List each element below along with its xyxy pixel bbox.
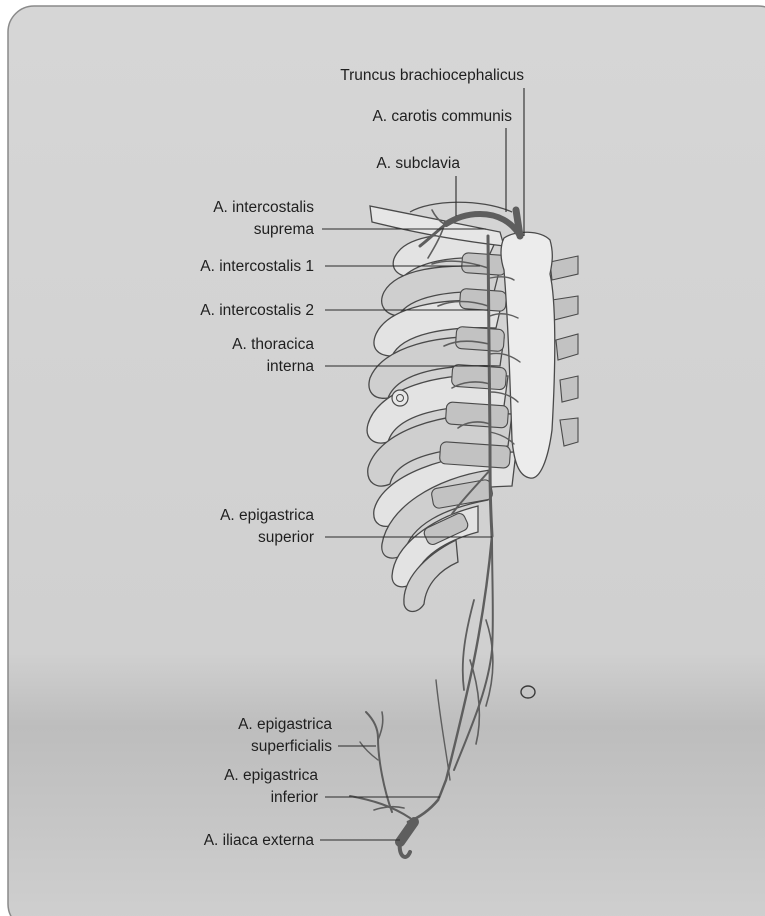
label-thoracica-interna-line2: interna [267, 358, 315, 375]
label-epigastrica-superficialis-line2: superficialis [251, 738, 332, 755]
label-intercostalis-1: A. intercostalis 1 [200, 258, 314, 275]
carotis-vessel [516, 210, 520, 236]
label-intercostalis-2: A. intercostalis 2 [200, 302, 314, 319]
label-thoracica-interna-line1: A. thoracica [232, 336, 314, 353]
label-epigastrica-inferior-line1: A. epigastrica [224, 767, 318, 784]
label-intercostalis-suprema-line2: suprema [254, 221, 315, 238]
label-epigastrica-superficialis-line1: A. epigastrica [238, 716, 332, 733]
label-truncus-brachiocephalicus: Truncus brachiocephalicus [340, 67, 524, 84]
label-carotis-communis: A. carotis communis [372, 108, 512, 125]
label-epigastrica-superior-line1: A. epigastrica [220, 507, 314, 524]
label-intercostalis-suprema-line1: A. intercostalis [213, 199, 314, 216]
label-iliaca-externa: A. iliaca externa [204, 832, 315, 849]
label-epigastrica-inferior-line2: inferior [271, 789, 318, 806]
label-epigastrica-superior-line2: superior [258, 529, 314, 546]
label-subclavia: A. subclavia [376, 155, 460, 172]
